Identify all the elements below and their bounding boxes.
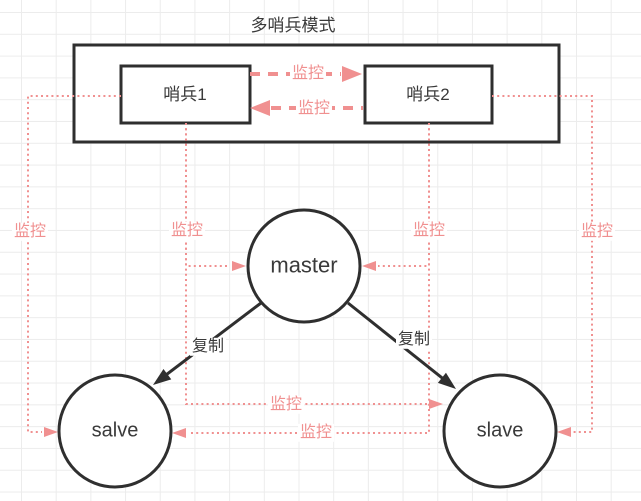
- edge-label-monitor-s2-master: 监控: [410, 221, 448, 241]
- arrowhead-monitor-salve-right: [172, 428, 186, 438]
- arrowhead-monitor-s1-s2: [342, 66, 362, 82]
- arrowhead-monitor-master-left: [232, 261, 246, 271]
- edge-label-replicate-slave: 复制: [395, 330, 433, 350]
- arrowhead-monitor-slave-left: [429, 399, 443, 409]
- arrowhead-replicate-salve: [153, 368, 172, 385]
- edge-monitor-sentinel2-to-master: [378, 123, 430, 267]
- edge-label-monitor-s1-s2: 监控: [289, 64, 327, 84]
- edge-monitor-outer-left-to-salve: [27, 95, 121, 433]
- arrowhead-monitor-slave-right: [557, 427, 571, 437]
- node-master-label[interactable]: master: [270, 252, 338, 278]
- edge-label-monitor-outer-left: 监控: [11, 222, 49, 242]
- edge-label-monitor-outer-right: 监控: [578, 222, 616, 242]
- arrowhead-replicate-slave: [437, 372, 456, 389]
- node-master-circle[interactable]: [246, 208, 362, 324]
- arrowhead-monitor-salve-left: [44, 427, 58, 437]
- node-slave-label[interactable]: slave: [476, 419, 524, 442]
- node-salve-label[interactable]: salve: [91, 419, 139, 442]
- edge-label-monitor-s2-s1: 监控: [295, 99, 333, 119]
- edge-label-monitor-s2-salve: 监控: [297, 423, 335, 443]
- node-sentinel1-label[interactable]: 哨兵1: [163, 85, 207, 105]
- node-sentinel2-label[interactable]: 哨兵2: [406, 85, 450, 105]
- edge-label-monitor-s1-slave: 监控: [267, 395, 305, 415]
- node-slave-circle[interactable]: [442, 373, 558, 489]
- node-salve-circle[interactable]: [57, 373, 173, 489]
- arrowhead-monitor-master-right: [362, 261, 376, 271]
- edge-monitor-sentinel1-to-slave: [185, 123, 427, 405]
- diagram-title: 多哨兵模式: [250, 16, 336, 36]
- edge-label-monitor-s1-master: 监控: [168, 221, 206, 241]
- edge-monitor-sentinel1-to-master: [185, 123, 230, 267]
- edge-label-replicate-salve: 复制: [189, 337, 227, 357]
- arrowhead-monitor-s2-s1: [250, 100, 270, 116]
